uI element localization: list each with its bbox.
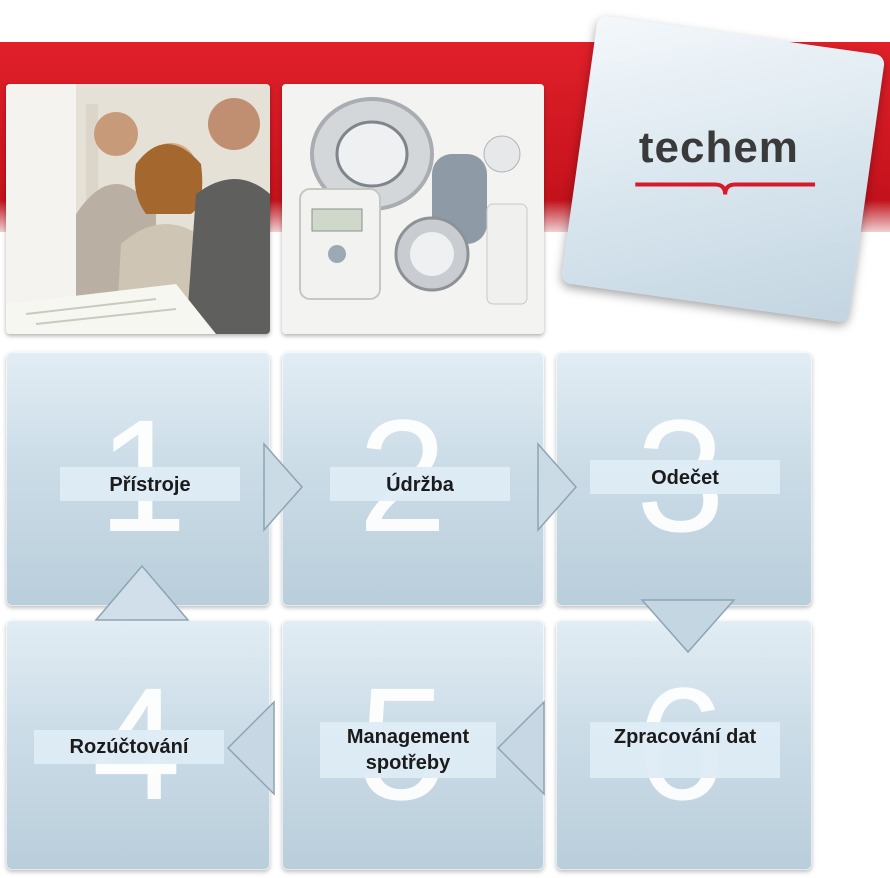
step-label-6: Zpracování dat	[613, 726, 757, 748]
step-label-4: Rozúčtování	[69, 736, 189, 758]
step-label-5: Management spotřeby	[346, 726, 470, 774]
arrow-left-icon	[496, 700, 545, 796]
arrow-right-icon	[537, 442, 578, 532]
meters-illustration	[282, 84, 544, 334]
step-label-1: Přístroje	[109, 474, 191, 496]
arrow-left-icon	[226, 700, 275, 796]
techem-logo-card: techem	[560, 15, 886, 323]
people-photo	[6, 84, 270, 334]
arrow-down-icon	[640, 599, 736, 654]
step-label-2: Údržba	[386, 474, 454, 496]
arrow-right-icon	[263, 442, 304, 532]
logo-text: techem	[638, 123, 799, 173]
people-illustration	[6, 84, 270, 334]
arrow-up-icon	[94, 564, 190, 621]
step-label-3: Odečet	[651, 467, 719, 489]
meters-photo	[282, 84, 544, 334]
logo-swoosh-icon	[635, 182, 816, 195]
